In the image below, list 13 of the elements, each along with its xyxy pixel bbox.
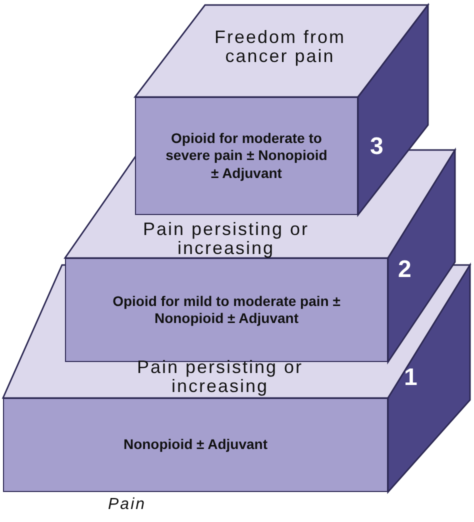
axis-label: Pain — [108, 497, 148, 514]
treatment-text: Opioid for mild to moderate pain ± Nonopioid ± Adjuvant — [112, 292, 342, 328]
step-condition: Pain persisting or increasing — [136, 358, 304, 396]
treatment-text: Nonopioid ± Adjuvant — [122, 436, 269, 454]
step-condition: Pain persisting or increasing — [142, 220, 310, 258]
step-condition: Freedom from cancer pain — [213, 28, 347, 66]
treatment-text: Opioid for moderate to severe pain ± Nonopioid ± Adjuvant — [164, 130, 328, 182]
step-block — [65, 258, 388, 362]
step-number: 1 — [404, 366, 418, 390]
step-block — [135, 97, 358, 215]
step-number: 3 — [370, 135, 384, 159]
step-number: 2 — [398, 258, 412, 282]
step-block — [3, 398, 388, 492]
